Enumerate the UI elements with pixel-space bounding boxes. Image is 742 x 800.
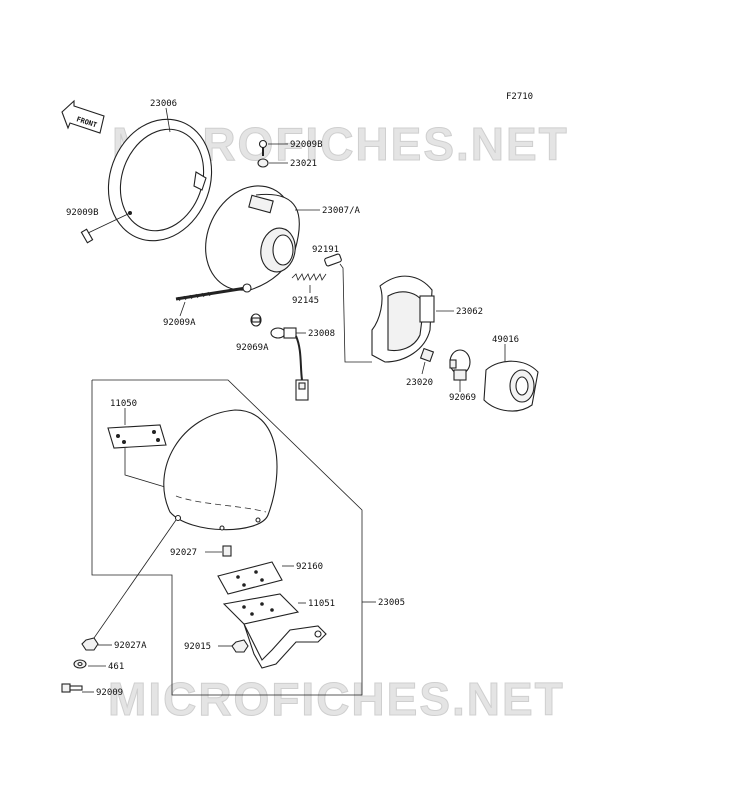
label-92145: 92145	[292, 296, 319, 306]
dust-cover-49016[interactable]	[483, 360, 539, 412]
grommet-23021[interactable]	[257, 158, 269, 168]
label-92069a: 92069A	[236, 343, 269, 353]
label-92027: 92027	[170, 548, 197, 558]
label-11050: 11050	[110, 399, 137, 409]
label-92069: 92069	[449, 393, 476, 403]
label-23005: 23005	[378, 598, 405, 608]
label-23021: 23021	[290, 159, 317, 169]
label-11051: 11051	[308, 599, 335, 609]
label-92009b-left: 92009B	[66, 208, 99, 218]
label-23008: 23008	[308, 329, 335, 339]
label-49016: 49016	[492, 335, 519, 345]
bulb-bracket-23062[interactable]	[371, 275, 435, 363]
spring-92145[interactable]	[291, 273, 327, 281]
watermark-bottom: MICROFICHES.NET	[108, 673, 565, 725]
label-92009: 92009	[96, 688, 123, 698]
bulb-92069[interactable]	[449, 349, 471, 381]
screw-92009a[interactable]	[175, 283, 252, 302]
socket-23008[interactable]	[270, 327, 309, 401]
label-92160: 92160	[296, 562, 323, 572]
label-23062: 23062	[456, 307, 483, 317]
label-92009a: 92009A	[163, 318, 196, 328]
label-23020: 23020	[406, 378, 433, 388]
label-92009b-top: 92009B	[290, 140, 323, 150]
label-92191: 92191	[312, 245, 339, 255]
screw-92009b-top[interactable]	[258, 139, 268, 157]
assembly-boundary-23005	[91, 379, 363, 696]
bulb-92069a[interactable]	[250, 313, 262, 327]
nut-92027a[interactable]	[81, 637, 99, 651]
clip-23020[interactable]	[419, 347, 435, 363]
label-23006: 23006	[150, 99, 177, 109]
headlight-housing-23007a[interactable]	[189, 171, 311, 304]
damper-92160[interactable]	[217, 561, 283, 595]
label-461: 461	[108, 662, 124, 672]
collar-92027[interactable]	[222, 545, 232, 557]
bracket-11051[interactable]	[222, 593, 327, 669]
bolt-92009[interactable]	[61, 683, 83, 693]
label-92027a: 92027A	[114, 641, 147, 651]
figure-code: F2710	[506, 92, 533, 102]
plate-11050[interactable]	[107, 424, 167, 449]
headlight-cover-shell[interactable]	[163, 409, 278, 531]
label-92015: 92015	[184, 642, 211, 652]
nut-92015[interactable]	[231, 639, 249, 653]
label-23007a: 23007/A	[322, 206, 361, 216]
spacer-92191[interactable]	[324, 253, 342, 267]
headlight-rim-23006[interactable]	[92, 105, 228, 256]
front-arrow-icon: FRONT	[61, 99, 105, 134]
washer-461[interactable]	[73, 659, 87, 669]
screw-92009b-left[interactable]	[80, 228, 94, 244]
